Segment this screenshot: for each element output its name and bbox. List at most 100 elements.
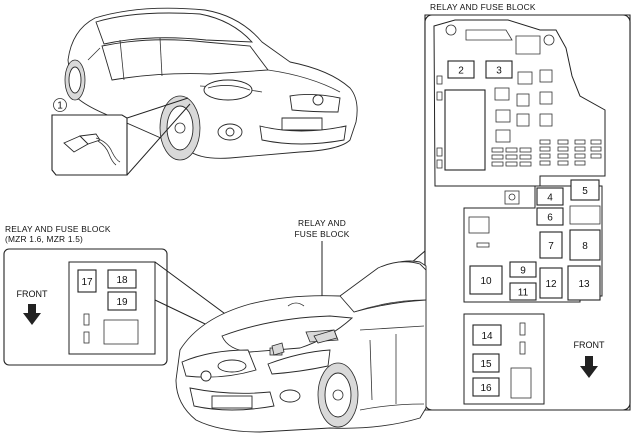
diagram-stroke [119, 39, 125, 81]
diagram-stroke [557, 146, 569, 152]
down-arrow-icon [580, 356, 598, 378]
diagram-stroke [519, 147, 532, 153]
diagram-stroke [267, 69, 341, 93]
diagram-stroke [536, 187, 564, 206]
diagram-stroke [200, 370, 212, 382]
diagram-stroke [95, 12, 254, 45]
fuse-18: 18 [116, 275, 128, 286]
diagram-stroke [468, 216, 490, 234]
diagram-stroke [259, 125, 347, 145]
diagram-stroke [444, 89, 486, 171]
diagram-stroke [505, 147, 518, 153]
diagram-stroke [574, 139, 586, 145]
diagram-stroke [485, 60, 513, 79]
diagram-stroke [436, 159, 443, 169]
diagram-stroke [570, 179, 600, 201]
diagram-stroke [472, 377, 500, 397]
top-right-title: RELAY AND FUSE BLOCK [430, 2, 536, 12]
diagram-stroke [469, 265, 503, 295]
diagram-stroke [516, 93, 530, 107]
diagram-stroke [97, 140, 117, 166]
diagram-stroke [567, 265, 601, 301]
diagram-stroke [107, 269, 137, 289]
fuse-16: 16 [480, 383, 492, 394]
diagram-stroke [447, 60, 475, 79]
diagram-stroke [287, 302, 305, 307]
diagram-stroke [509, 261, 537, 278]
diagram-stroke [53, 98, 67, 112]
diagram-stroke [539, 69, 553, 83]
fuse-14: 14 [481, 331, 493, 342]
diagram-stroke [539, 153, 551, 159]
diagram-stroke [491, 161, 504, 167]
diagram-stroke [433, 19, 606, 187]
fuse-13: 13 [578, 279, 590, 290]
fuse-19: 19 [116, 297, 128, 308]
center-label-line1: RELAY AND [298, 218, 346, 228]
diagram-stroke [472, 353, 500, 373]
diagram-stroke [359, 403, 425, 411]
diagram-stroke [590, 139, 602, 145]
front-label-right: FRONT [574, 340, 605, 350]
main-fuse-block: 2 3 [424, 14, 631, 411]
fuse-15: 15 [480, 359, 492, 370]
diagram-stroke [339, 261, 427, 313]
diagram-stroke [590, 153, 602, 159]
connector-inset [51, 97, 191, 176]
diagram-stroke [324, 372, 352, 418]
diagram-stroke [77, 269, 97, 293]
diagram-stroke [519, 154, 532, 160]
diagram-stroke [539, 160, 551, 166]
diagram-stroke [476, 242, 490, 248]
diagram-stroke [87, 47, 101, 61]
diagram-stroke [539, 231, 563, 259]
diagram-stroke [517, 71, 533, 85]
mzr-fuse-block: 17 18 19 FRONT [3, 248, 168, 366]
diagram-stroke [510, 367, 532, 399]
diagram-stroke [495, 129, 511, 143]
diagram-stroke [95, 137, 121, 163]
diagram-stroke [557, 153, 569, 159]
down-arrow-icon [23, 304, 41, 325]
diagram-stroke [463, 313, 545, 405]
fuse-10: 10 [480, 276, 492, 287]
diagram-stroke [207, 85, 251, 91]
diagram-stroke [463, 185, 603, 303]
diagram-stroke [569, 229, 601, 261]
diagram-stroke [103, 319, 139, 345]
diagram-stroke [491, 147, 504, 153]
diagram-stroke [107, 291, 137, 311]
diagram-stroke [369, 339, 373, 401]
diagram-stroke [436, 91, 443, 101]
fuse-5: 5 [582, 186, 588, 197]
diagram-stroke [68, 261, 156, 355]
diagram-stroke [203, 79, 253, 101]
center-label-line2: FUSE BLOCK [294, 229, 349, 239]
diagram-stroke [495, 109, 511, 123]
diagram-stroke [574, 146, 586, 152]
diagram-stroke [174, 122, 186, 134]
diagram-stroke [217, 359, 247, 373]
left-title-line2: (MZR 1.6, MZR 1.5) [5, 234, 83, 244]
diagram-stroke [543, 34, 555, 46]
diagram-stroke [445, 24, 457, 36]
mini-fuse-rows [436, 75, 602, 169]
diagram-stroke [519, 341, 526, 355]
diagram-stroke [519, 161, 532, 167]
diagram-stroke [225, 127, 235, 137]
fuse-4: 4 [547, 193, 553, 204]
fuse-12: 12 [545, 279, 557, 290]
diagram-stroke [271, 342, 285, 356]
diagram-stroke [515, 35, 541, 55]
fuse-8: 8 [582, 241, 588, 252]
callout-1-number: 1 [57, 101, 63, 112]
diagram-stroke [590, 146, 602, 152]
diagram-stroke [313, 329, 338, 344]
diagram-stroke [166, 105, 194, 151]
diagram-stroke [504, 190, 520, 205]
diagram-stroke [101, 39, 269, 81]
fuse-2: 2 [458, 66, 464, 77]
diagram-stroke [508, 193, 516, 201]
diagram-stroke [359, 325, 425, 331]
